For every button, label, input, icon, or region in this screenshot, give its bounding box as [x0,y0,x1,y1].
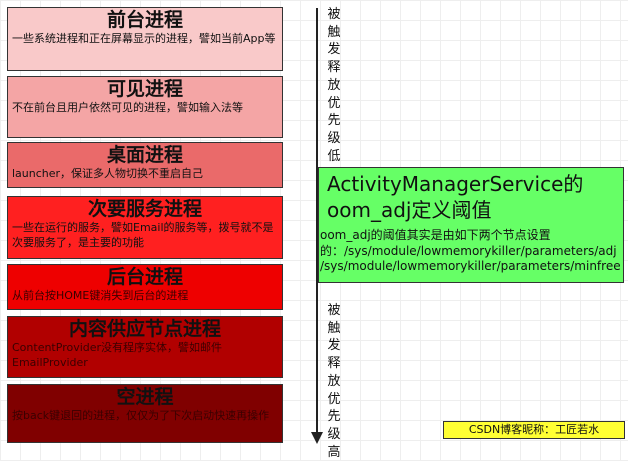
process-title: 空进程 [116,386,174,408]
process-box-foreground: 前台进程 一些系统进程和正在屏幕显示的进程，譬如当前App等 [7,7,283,71]
axis-label-low-priority: 被触发释放优先级低 [327,7,341,164]
oom-adj-description: oom_adj的阈值其实是由如下两个节点设置的：/sys/module/lowm… [320,228,621,273]
process-title: 次要服务进程 [87,198,202,220]
process-title: 可见进程 [106,78,183,100]
oom-adj-title: ActivityManagerService的oom_adj定义阈值 [327,172,584,222]
process-box-background: 后台进程 从前台按HOME键消失到后台的进程 [7,264,283,310]
process-box-content-provider: 内容供应节点进程 ContentProvider没有程序实体，譬如邮件Email… [7,316,283,378]
process-title: 前台进程 [106,9,183,31]
process-description: launcher，保证多人物切换不重启自己 [12,167,204,180]
process-title: 内容供应节点进程 [68,318,221,340]
oom-adj-box: ActivityManagerService的oom_adj定义阈值 oom_a… [318,167,624,283]
process-box-launcher: 桌面进程 launcher，保证多人物切换不重启自己 [7,142,283,188]
axis-label-high-priority: 被触发释放优先级高 [327,303,341,460]
process-box-visible: 可见进程 不在前台且用户依然可见的进程，譬如输入法等 [7,76,283,138]
process-box-empty: 空进程 按back键退回的进程，仅仅为了下次启动快速再操作 [7,384,283,443]
process-description: 从前台按HOME键消失到后台的进程 [12,289,189,302]
process-description: 一些系统进程和正在屏幕显示的进程，譬如当前App等 [12,32,276,45]
process-description: 按back键退回的进程，仅仅为了下次启动快速再操作 [12,409,270,422]
process-box-secondary-service: 次要服务进程 一些在运行的服务，譬如Email的服务等，拨号就不是次要服务了，是… [7,196,283,259]
process-title: 桌面进程 [106,144,183,166]
process-description: 一些在运行的服务，譬如Email的服务等，拨号就不是次要服务了，是主要的功能 [12,221,274,249]
process-title: 后台进程 [106,266,183,288]
process-description: ContentProvider没有程序实体，譬如邮件EmailProvider [12,341,223,369]
priority-axis-line [316,8,318,434]
down-arrow-icon [311,432,323,444]
author-credit-badge: CSDN博客昵称：工匠若水 [443,421,625,439]
process-description: 不在前台且用户依然可见的进程，譬如输入法等 [12,101,243,114]
